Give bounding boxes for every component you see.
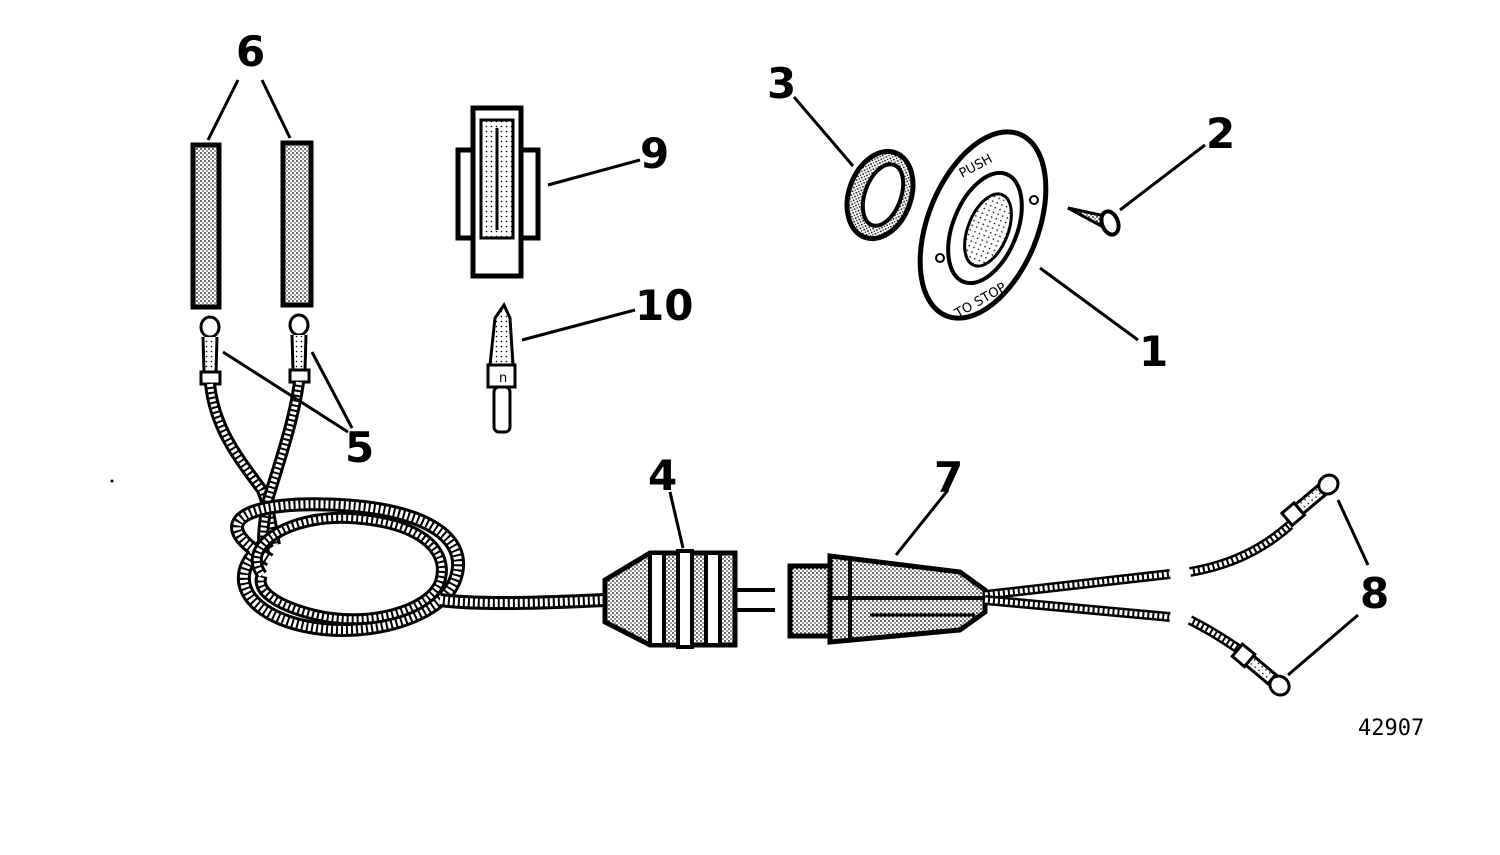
part-7-connector: [787, 553, 988, 645]
callout-4: 4: [648, 451, 677, 500]
callout-labels: 6 5 9 10 3 2 1 4 7 8 8: [236, 27, 1389, 618]
part-9-housing: [455, 105, 541, 279]
figure-number: 42907: [1358, 716, 1424, 741]
output-leads: [984, 521, 1294, 655]
part-4-plug: [602, 549, 775, 649]
callout-6: 6: [236, 27, 265, 76]
part-2-screw: [1067, 206, 1121, 237]
sleeve-right: [280, 140, 314, 308]
callout-9: 9: [640, 129, 669, 178]
coiled-cable: [204, 381, 606, 637]
part-5-terminals: [199, 313, 311, 386]
callout-7: 7: [934, 453, 963, 502]
callout-3: 3: [767, 59, 796, 108]
part-6-sleeves: [190, 140, 314, 310]
part-1-switch-plate: PUSH TO STOP: [917, 129, 1049, 322]
print-speck: [110, 479, 114, 483]
part-10-pin: n: [486, 301, 517, 434]
callout-5: 5: [345, 423, 374, 472]
callout-8: 8: [1360, 569, 1389, 618]
pin-mark: n: [499, 371, 507, 386]
part-3-grommet: [844, 148, 916, 242]
callout-2: 2: [1206, 109, 1235, 158]
callout-1: 1: [1139, 327, 1168, 376]
leader-lines: [206, 79, 1370, 677]
callout-10: 10: [635, 281, 693, 330]
sleeve-left: [190, 142, 222, 310]
part-8-terminals: [1230, 473, 1340, 697]
